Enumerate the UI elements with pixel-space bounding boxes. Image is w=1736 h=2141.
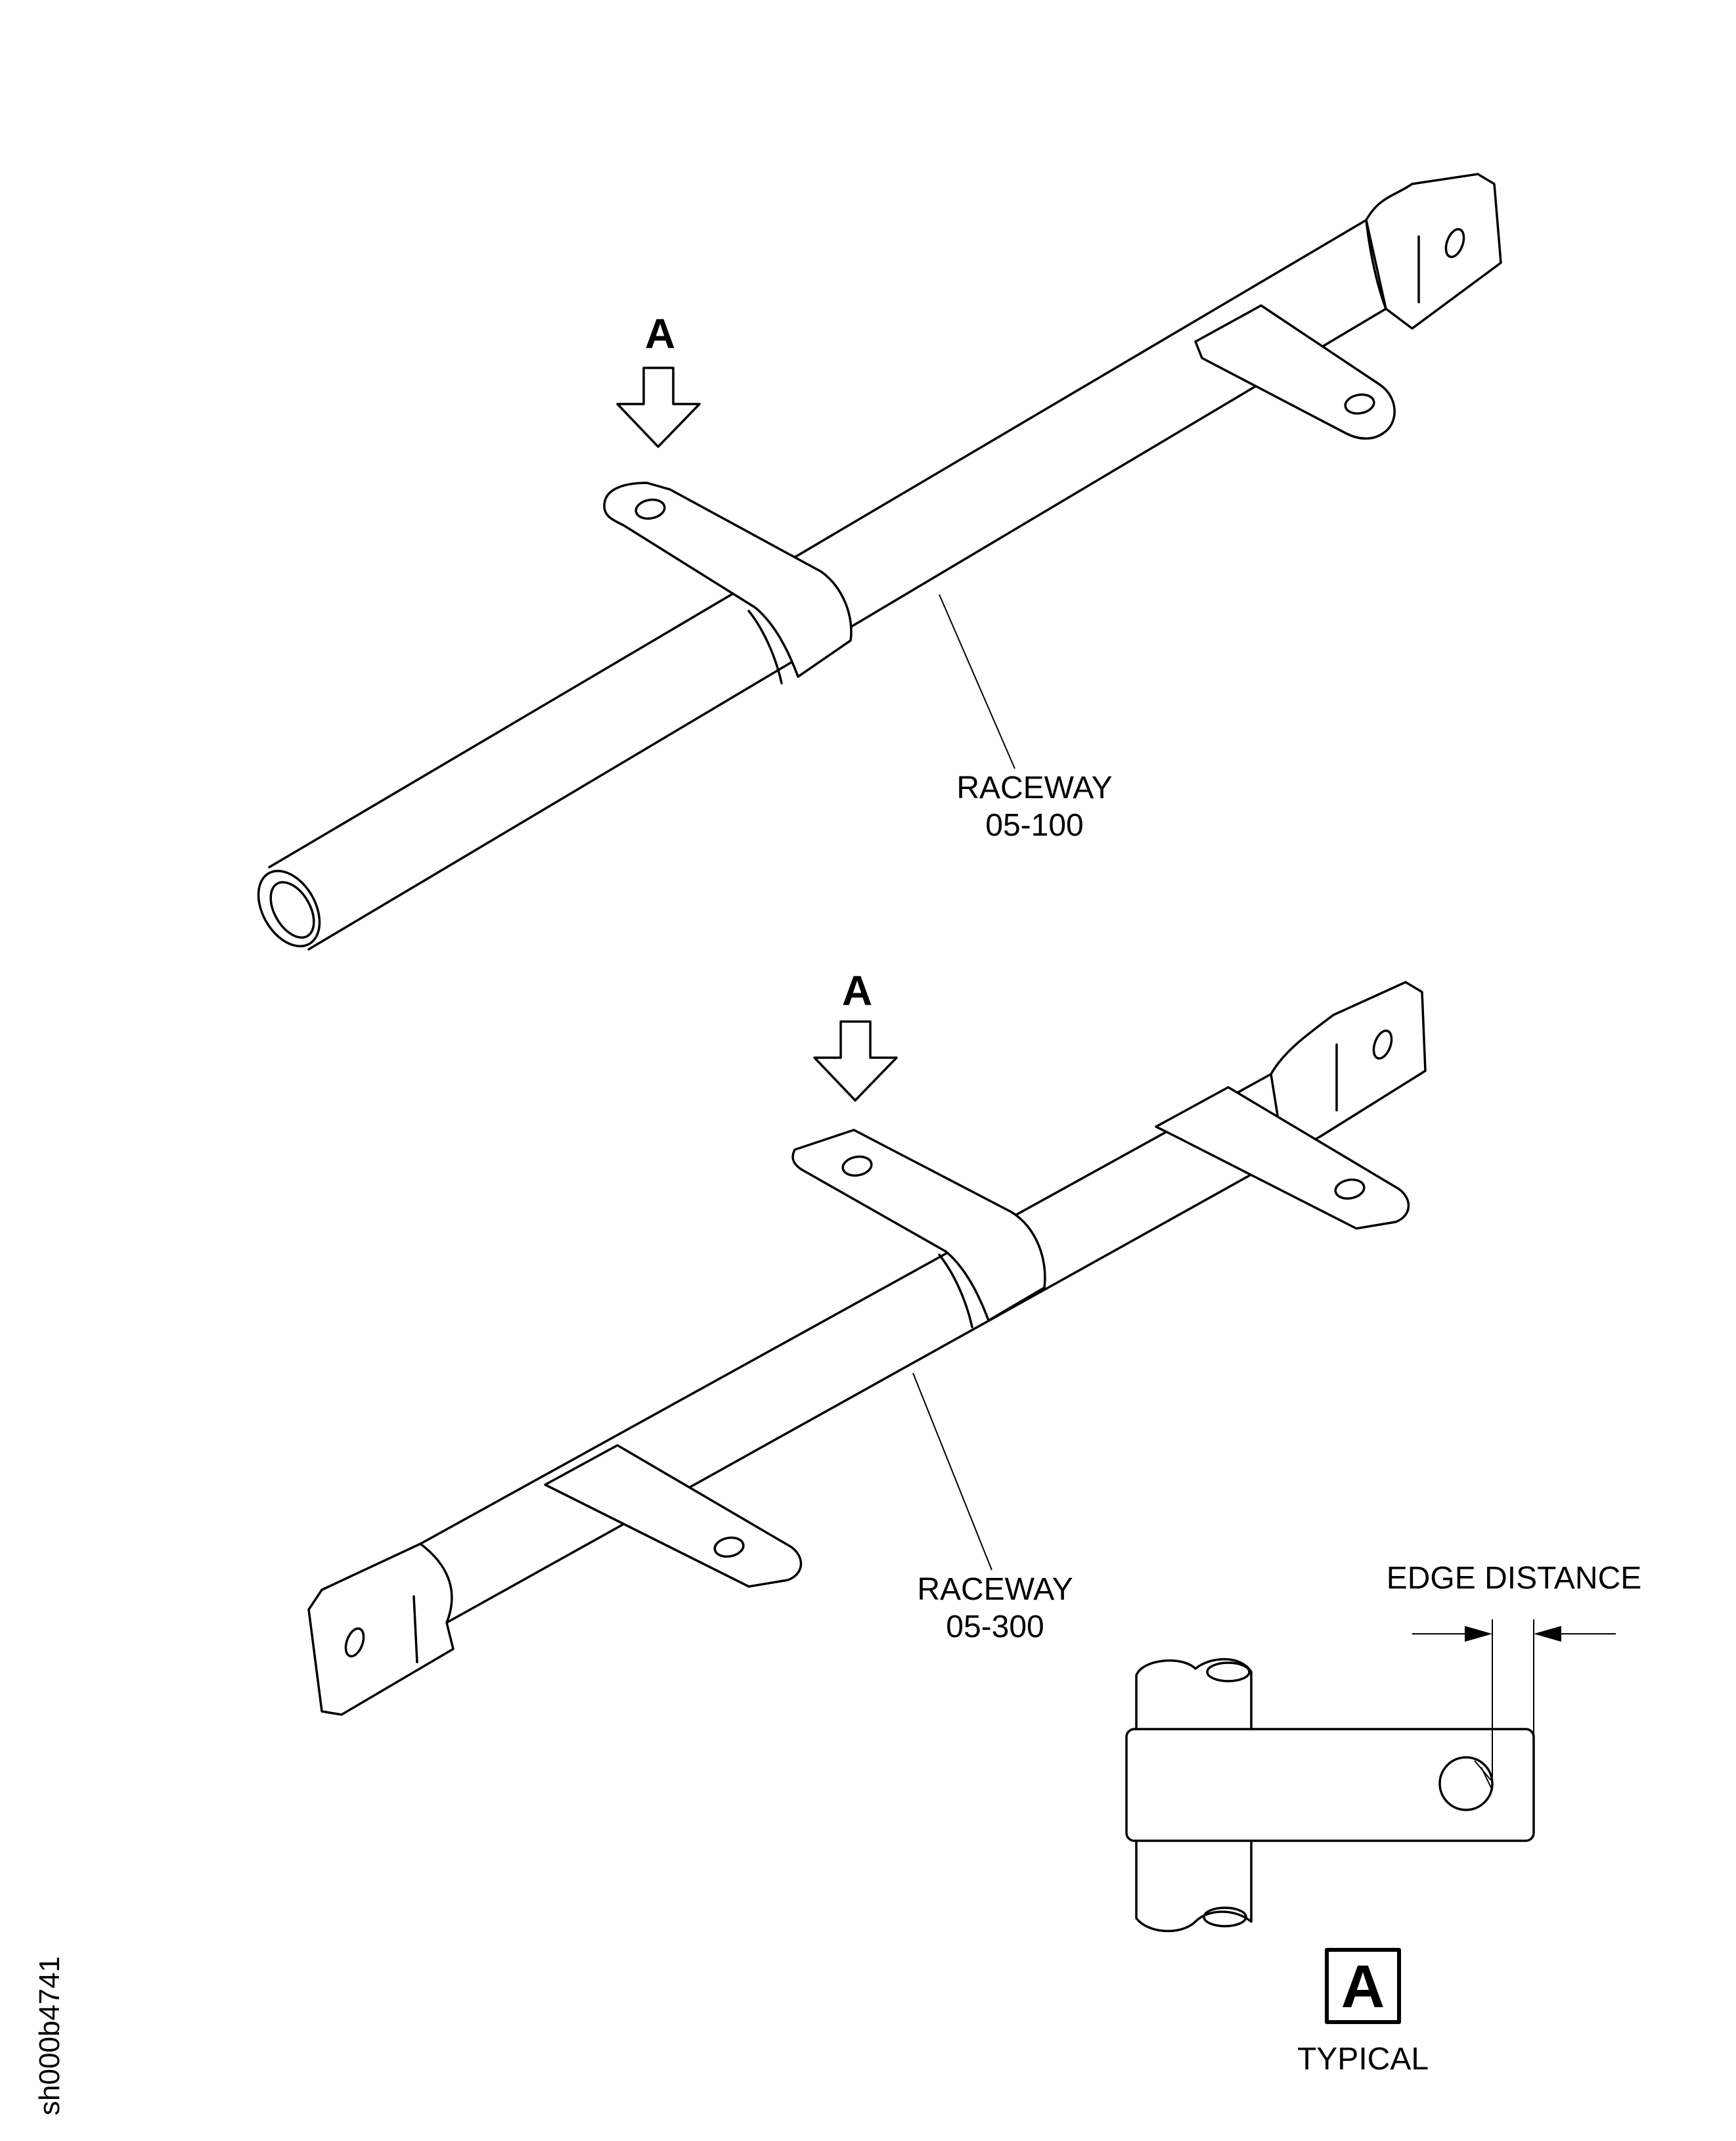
edge-distance-arrow-left	[1465, 1626, 1492, 1642]
raceway-05-300-flattened-end-right	[1270, 981, 1427, 1158]
raceway-05-100-clamp-right-hole	[1344, 393, 1375, 415]
raceway-05-100-clamp-left-hole	[634, 498, 666, 520]
raceway-1-number-label: 05-100	[985, 808, 1083, 843]
raceway-05-100-leader	[939, 594, 1015, 769]
view-arrow-lower: A	[813, 967, 898, 1102]
raceway-05-300-end-hole-right	[1372, 1029, 1393, 1060]
detail-a-callout-box	[1325, 1948, 1401, 2024]
detail-a-fastener	[1438, 1756, 1494, 1811]
raceway-05-100-clamp-left	[603, 482, 853, 678]
raceway-05-300-tube	[419, 1073, 1285, 1624]
raceway-05-100-tube-end	[257, 869, 321, 948]
raceway-05-100-flattened-end	[1365, 173, 1502, 330]
raceway-05-300-clamp-left-hole	[713, 1536, 745, 1558]
raceway-05-300-flattened-end-left	[307, 1543, 455, 1716]
raceway-2-number-label: 05-300	[946, 1610, 1044, 1644]
raceway-05-100-clamp-right	[1194, 304, 1396, 440]
view-letter-lower: A	[842, 967, 872, 1014]
view-letter-upper: A	[645, 310, 675, 357]
raceway-05-300-clamp-right-hole	[1334, 1178, 1366, 1200]
raceway-05-300-clamp-center-hole	[841, 1155, 873, 1177]
view-arrow-upper: A	[616, 310, 701, 448]
raceway-05-100-drawing	[257, 173, 1502, 951]
raceway-05-300-leader	[912, 1372, 992, 1571]
drawing-id-label: sh000b4741	[33, 1956, 66, 2115]
raceway-05-300-end-hole-left	[344, 1627, 365, 1657]
raceway-1-name-label: RACEWAY	[956, 771, 1112, 805]
detail-a-clamp-plate	[1125, 1728, 1535, 1842]
raceway-05-100-end-hole	[1444, 228, 1465, 258]
raceway-2-name-label: RACEWAY	[917, 1572, 1073, 1607]
detail-a-caption: TYPICAL	[1297, 2042, 1429, 2077]
raceway-05-300-clamp-right	[1155, 1086, 1410, 1230]
raceway-05-300-clamp-center	[791, 1129, 1046, 1322]
detail-a-callout-letter: A	[1341, 1953, 1385, 2020]
raceway-05-300-clamp-left	[544, 1444, 803, 1588]
edge-distance-arrow-right	[1534, 1626, 1561, 1642]
detail-a-view	[1125, 1619, 1616, 1933]
raceway-05-300-drawing	[307, 981, 1427, 1716]
edge-distance-label: EDGE DISTANCE	[1387, 1561, 1642, 1596]
